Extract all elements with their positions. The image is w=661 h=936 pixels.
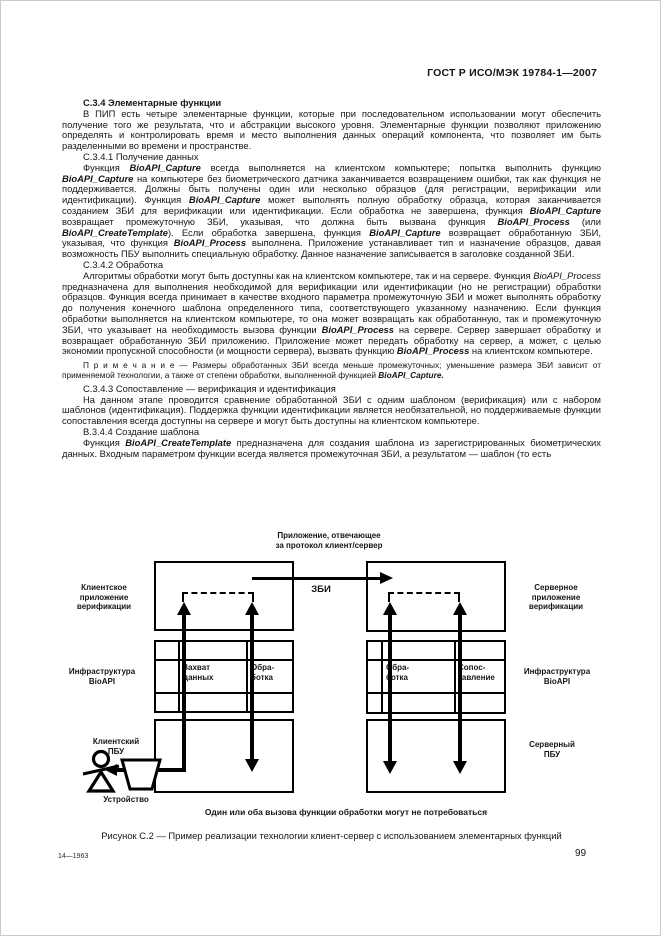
zbi-arrow-line bbox=[252, 577, 380, 580]
client-infra-box: Захват данных Обра- ботка bbox=[154, 640, 294, 713]
client-app-box bbox=[154, 561, 294, 631]
grid-line bbox=[246, 642, 248, 711]
paragraph: На данном этапе проводится сравнение обр… bbox=[62, 393, 601, 427]
device-label: Устройство bbox=[103, 795, 149, 804]
paragraph: С.3.4.3 Сопоставление — верификация и ид… bbox=[83, 382, 336, 394]
arrow-up-icon bbox=[245, 602, 259, 615]
server-dashed-connector bbox=[388, 592, 460, 602]
server-match-arrow bbox=[458, 614, 462, 761]
cell-capture: Захват данных bbox=[183, 663, 214, 682]
arrow-down-icon bbox=[453, 761, 467, 774]
grid-line bbox=[156, 659, 292, 661]
device-icon bbox=[120, 758, 162, 791]
arrow-up-icon bbox=[177, 602, 191, 615]
cell-process-server: Обра- ботка bbox=[386, 663, 410, 682]
figure-c2: Приложение, отвечающее за протокол клиен… bbox=[1, 529, 660, 829]
paragraph: Алгоритмы обработки могут быть доступны … bbox=[62, 269, 601, 357]
zbi-arrowhead-icon bbox=[380, 572, 393, 584]
paragraph: Функция BioAPI_Capture всегда выполняетс… bbox=[62, 161, 601, 260]
arrow-down-icon bbox=[383, 761, 397, 774]
arrow-down-icon bbox=[245, 759, 259, 772]
figure-title: Приложение, отвечающее за протокол клиен… bbox=[275, 531, 383, 550]
paragraph: С.3.4.2 Обработка bbox=[83, 258, 164, 270]
zbi-label: ЗБИ bbox=[311, 584, 331, 595]
grid-line bbox=[454, 642, 456, 712]
section-heading: С.3.4 Элементарные функции bbox=[83, 97, 222, 108]
page-number: 99 bbox=[575, 848, 587, 859]
paragraph: В ПИП есть четыре элементарные функции, … bbox=[62, 107, 601, 152]
grid-line bbox=[381, 642, 383, 712]
paragraph: С.3.4.1 Получение данных bbox=[83, 150, 199, 162]
server-infra-label: Инфраструктура BioAPI bbox=[523, 667, 591, 686]
user-icon bbox=[82, 749, 120, 793]
server-bsp-box bbox=[366, 719, 506, 793]
note-paragraph: П р и м е ч а н и е — Размеры обработанн… bbox=[62, 360, 601, 380]
page-header: ГОСТ Р ИСО/МЭК 19784-1—2007 bbox=[427, 67, 597, 79]
client-bsp-label: Клиентский ПБУ bbox=[92, 737, 140, 756]
client-infra-label: Инфраструктура BioAPI bbox=[68, 667, 136, 686]
cell-match: Сопос- тавление bbox=[458, 663, 495, 682]
client-app-label: Клиентское приложение верификации bbox=[76, 583, 132, 611]
client-process-arrow bbox=[250, 614, 254, 759]
client-dashed-connector bbox=[182, 592, 254, 602]
server-app-label: Серверное приложение верификации bbox=[528, 583, 584, 611]
client-capture-arrow bbox=[182, 614, 186, 772]
footer-note: 14—1963 bbox=[58, 853, 89, 860]
paragraph: В.3.4.4 Создание шаблона bbox=[83, 425, 200, 437]
cell-process-client: Обра- ботка bbox=[251, 663, 275, 682]
grid-line bbox=[178, 642, 180, 711]
arrow-up-icon bbox=[453, 602, 467, 615]
figure-note: Один или оба вызова функции обработки мо… bbox=[204, 807, 488, 817]
server-bsp-label: Серверный ПБУ bbox=[529, 740, 575, 759]
grid-line bbox=[368, 692, 504, 694]
server-process-arrow bbox=[388, 614, 392, 761]
server-infra-box: Обра- ботка Сопос- тавление bbox=[366, 640, 506, 714]
client-bsp-box bbox=[154, 719, 294, 793]
grid-line bbox=[156, 692, 292, 694]
paragraph: Функция BioAPI_CreateTemplate предназнач… bbox=[62, 436, 601, 459]
grid-line bbox=[368, 659, 504, 661]
figure-caption: Рисунок С.2 — Пример реализации технолог… bbox=[101, 830, 562, 841]
arrow-up-icon bbox=[383, 602, 397, 615]
